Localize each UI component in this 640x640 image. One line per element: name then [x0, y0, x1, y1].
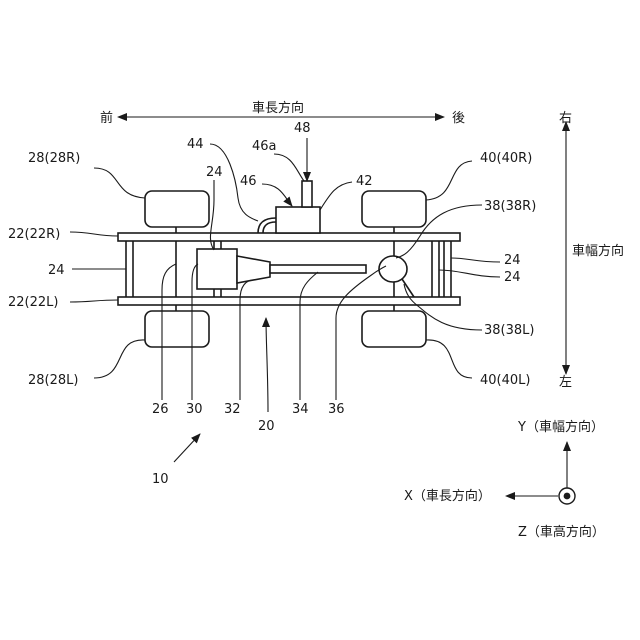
- leader-28l: [94, 340, 145, 378]
- vehicle-length-direction: 前 車長方向 後: [100, 100, 465, 126]
- label-24-right-upper: 24: [504, 253, 521, 268]
- side-rail-right: [118, 233, 460, 241]
- vehicle-width-label: 車幅方向: [572, 243, 624, 259]
- label-38l: 38(38L): [484, 323, 534, 338]
- wheel-rear-right: [362, 191, 426, 227]
- label-44: 44: [187, 137, 204, 152]
- z-axis-label: Z（車高方向）: [518, 524, 605, 540]
- left-label: 左: [559, 375, 572, 390]
- component-48-post: [302, 181, 312, 207]
- label-24-right-lower: 24: [504, 270, 521, 285]
- component-42-block: [276, 207, 320, 233]
- coordinate-system: Y（車幅方向） X（車長方向） Z（車高方向）: [404, 419, 605, 540]
- leader-22r: [70, 232, 118, 236]
- leader-24-right-lower: [439, 270, 500, 277]
- side-rail-left: [118, 297, 460, 305]
- label-22r: 22(22R): [8, 227, 60, 242]
- label-28l: 28(28L): [28, 373, 78, 388]
- leader-42: [320, 182, 352, 210]
- label-32: 32: [224, 402, 241, 417]
- label-40l: 40(40L): [480, 373, 530, 388]
- leader-10: [174, 434, 200, 462]
- label-24-top: 24: [206, 165, 223, 180]
- label-48: 48: [294, 121, 311, 136]
- z-axis-dot-icon: [564, 493, 571, 500]
- label-34: 34: [292, 402, 309, 417]
- leader-40l: [426, 340, 472, 378]
- label-22l: 22(22L): [8, 295, 58, 310]
- wheel-rear-left: [362, 311, 426, 347]
- label-40r: 40(40R): [480, 151, 532, 166]
- propeller-shaft: [270, 265, 366, 273]
- pipe-44-inner: [263, 222, 276, 233]
- leader-40r: [426, 161, 472, 200]
- label-30: 30: [186, 402, 203, 417]
- label-20: 20: [258, 419, 275, 434]
- x-axis-label: X（車長方向）: [404, 488, 491, 504]
- vehicle-width-direction: 右 車幅方向 左: [559, 111, 624, 390]
- label-24-left: 24: [48, 263, 65, 278]
- leader-46a: [274, 154, 304, 181]
- label-46: 46: [240, 174, 257, 189]
- wheel-front-right: [145, 191, 209, 227]
- right-label: 右: [559, 111, 572, 126]
- y-axis-label: Y（車幅方向）: [517, 419, 604, 435]
- vehicle-length-label: 車長方向: [252, 100, 304, 116]
- label-10: 10: [152, 472, 169, 487]
- label-36: 36: [328, 402, 345, 417]
- label-28r: 28(28R): [28, 151, 80, 166]
- leader-22l: [70, 300, 118, 302]
- transmission-taper: [237, 256, 270, 283]
- leader-46: [262, 184, 292, 206]
- leader-24-right-upper: [451, 258, 500, 262]
- leader-34: [300, 272, 318, 400]
- differential: [379, 256, 407, 282]
- label-42: 42: [356, 174, 373, 189]
- label-46a: 46a: [252, 139, 277, 154]
- rear-label: 後: [452, 111, 465, 126]
- drive-unit-box: [197, 249, 237, 289]
- label-26: 26: [152, 402, 169, 417]
- label-38r: 38(38R): [484, 199, 536, 214]
- leader-28r: [94, 168, 145, 198]
- front-label: 前: [100, 110, 113, 126]
- pipe-44: [258, 218, 276, 233]
- leader-20: [266, 318, 268, 412]
- wheel-front-left: [145, 311, 209, 347]
